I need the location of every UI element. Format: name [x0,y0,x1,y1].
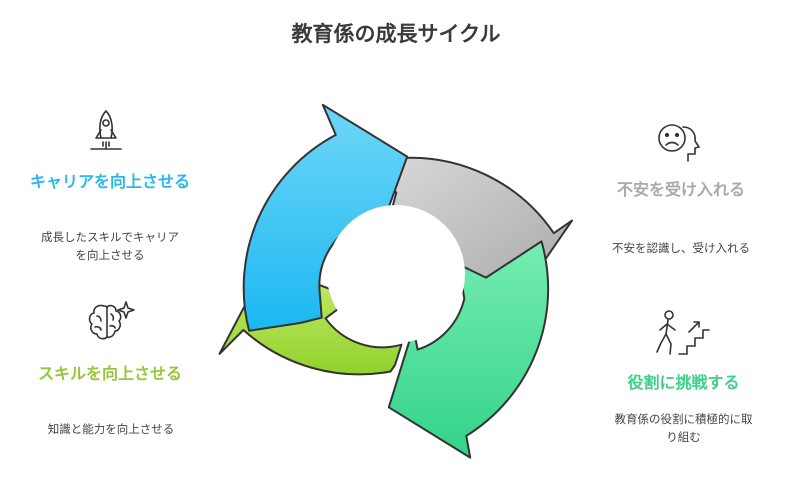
cycle-arrow-challenge [387,240,550,459]
worried-face-icon [658,124,700,162]
step-heading-anxiety: 不安を受け入れる [616,180,745,199]
step-description-career: 成長したスキルでキャリアを向上させる [41,230,179,262]
page-title: 教育係の成長サイクル [291,22,501,46]
step-heading-skill: スキルを向上させる [37,364,182,383]
step-heading-career: キャリアを向上させる [30,172,191,191]
step-description-skill: 知識と能力を向上させる [47,422,175,436]
rocket-icon [90,110,122,150]
step-description-challenge: 教育係の役割に積極的に取り組む [614,412,753,444]
cycle-arrow-career [242,103,409,332]
step-description-anxiety: 不安を認識し、受け入れる [612,241,750,255]
climbing-stairs-icon [656,310,710,355]
brain-sparkle-icon [88,301,135,340]
step-heading-challenge: 役割に挑戦する [627,373,740,392]
